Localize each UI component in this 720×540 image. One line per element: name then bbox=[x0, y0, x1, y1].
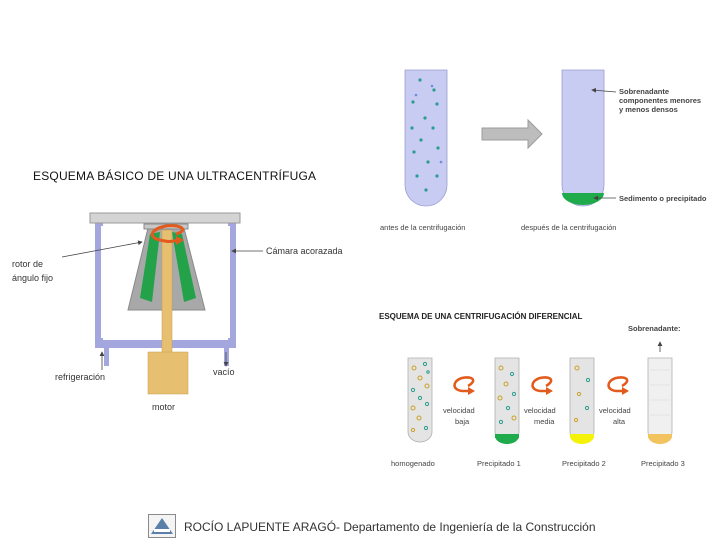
rotation-arrow-mid-icon bbox=[531, 376, 553, 395]
after-label: después de la centrifugación bbox=[521, 223, 616, 232]
supernatant-title: Sobrenadante bbox=[619, 87, 669, 96]
precipitate1-label: Precipitado 1 bbox=[477, 459, 521, 468]
rotor-label-line2: ángulo fijo bbox=[12, 273, 53, 283]
speed-low-line1: velocidad bbox=[443, 406, 475, 415]
homogenate-label: homogenado bbox=[391, 459, 435, 468]
rotation-arrow-icon bbox=[150, 224, 185, 245]
department-logo-icon bbox=[148, 514, 176, 538]
tube-precipitate3 bbox=[647, 357, 673, 444]
supernatant-pointer bbox=[591, 87, 617, 93]
footer-text: ROCÍO LAPUENTE ARAGÓ- Departamento de In… bbox=[184, 520, 596, 534]
rotor-pointer bbox=[61, 240, 143, 258]
differential-supernatant-label: Sobrenadante: bbox=[628, 324, 681, 333]
chamber-lid bbox=[89, 212, 241, 224]
vacuum-label: vacío bbox=[213, 367, 235, 377]
motor-block bbox=[147, 351, 189, 395]
tube-precipitate2 bbox=[569, 357, 595, 444]
differential-diagram: ESQUEMA DE UNA CENTRIFUGACIÓN DIFERENCIA… bbox=[379, 312, 685, 468]
cooling-label: refrigeración bbox=[55, 372, 105, 382]
supernatant-line2: componentes menores bbox=[619, 96, 701, 105]
differential-title: ESQUEMA DE UNA CENTRIFUGACIÓN DIFERENCIA… bbox=[379, 312, 583, 321]
sediment-layer bbox=[562, 193, 604, 205]
tube-before-particles bbox=[410, 78, 443, 192]
motor-label: motor bbox=[152, 402, 175, 412]
rotation-arrow-high-icon bbox=[607, 376, 629, 395]
ultracentrifuge-title: ESQUEMA BÁSICO DE UNA ULTRACENTRÍFUGA bbox=[33, 168, 316, 183]
rotor-tube-left bbox=[140, 232, 160, 302]
rotor-tube-right bbox=[172, 232, 196, 302]
speed-mid-line1: velocidad bbox=[524, 406, 556, 415]
supernatant-line3: y menos densos bbox=[619, 105, 678, 114]
speed-high-line1: velocidad bbox=[599, 406, 631, 415]
speed-low-line2: baja bbox=[455, 417, 470, 426]
tube-homogenate bbox=[407, 357, 433, 443]
tube-before bbox=[404, 69, 448, 207]
rotor-label-line1: rotor de bbox=[12, 259, 43, 269]
process-arrow-icon bbox=[481, 118, 543, 150]
precipitate3-label: Precipitado 3 bbox=[641, 459, 685, 468]
tube-after bbox=[561, 69, 605, 207]
rotation-arrow-low-icon bbox=[453, 376, 475, 395]
speed-high-line2: alta bbox=[613, 417, 626, 426]
sediment-label: Sedimento o precipitado bbox=[619, 194, 707, 203]
drive-shaft bbox=[161, 229, 173, 356]
chamber-label: Cámara acorazada bbox=[266, 246, 343, 256]
precipitate2-label: Precipitado 2 bbox=[562, 459, 606, 468]
footer: ROCÍO LAPUENTE ARAGÓ- Departamento de In… bbox=[148, 512, 628, 540]
speed-mid-line2: media bbox=[534, 417, 555, 426]
separation-diagram: antes de la centrifugación después de la… bbox=[380, 69, 707, 232]
ultracentrifuge-diagram: ESQUEMA BÁSICO DE UNA ULTRACENTRÍFUGA bbox=[12, 168, 343, 412]
tube-precipitate1 bbox=[494, 357, 520, 444]
before-label: antes de la centrifugación bbox=[380, 223, 465, 232]
